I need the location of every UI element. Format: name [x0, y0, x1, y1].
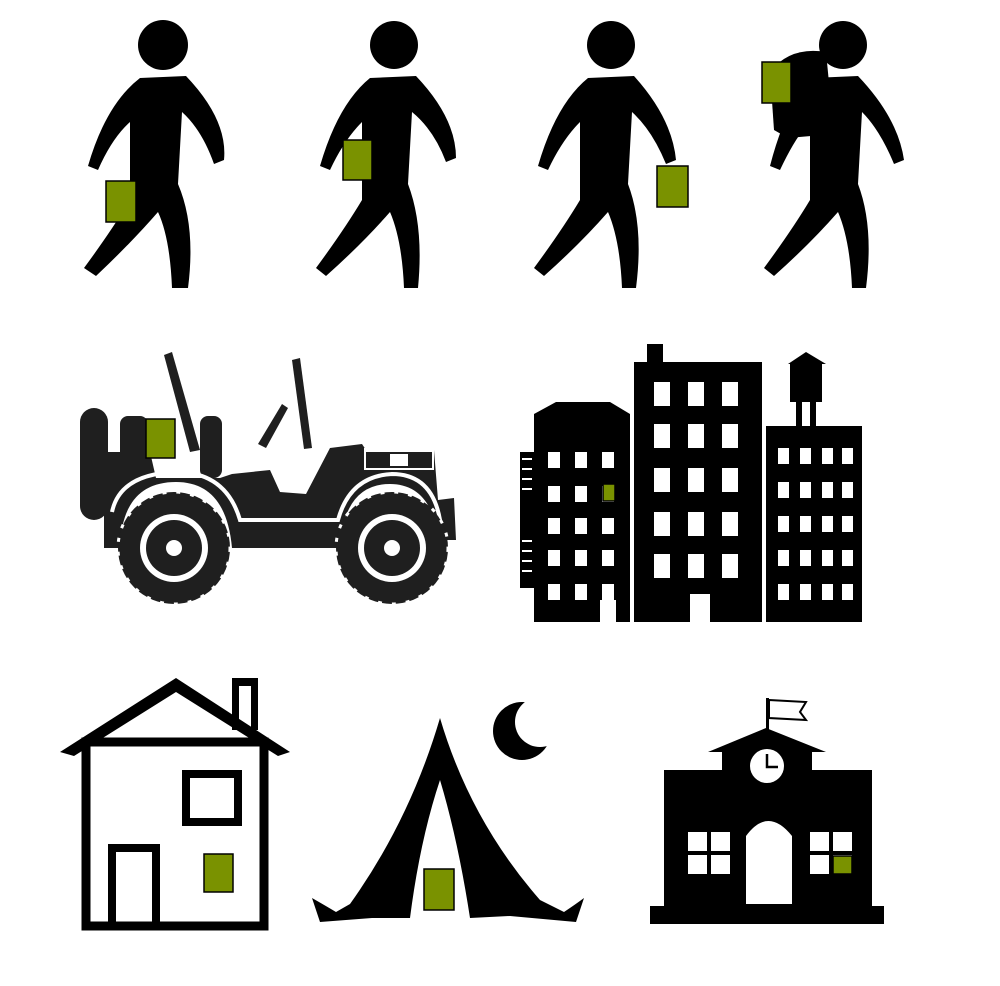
school-details: [688, 749, 852, 904]
highlight-marker: [832, 855, 853, 875]
highlight-marker: [761, 61, 792, 104]
highlight-marker: [602, 483, 616, 502]
jeep-icon: [80, 352, 456, 606]
tent-icon: [312, 718, 584, 922]
hiker-with-backpack-icon: [764, 21, 904, 288]
walking-person-icon: [84, 20, 225, 288]
walking-person-icon: [316, 21, 456, 288]
highlight-marker: [423, 868, 455, 911]
walking-person-icon: [534, 21, 676, 288]
crescent-moon-icon: [493, 697, 565, 760]
highlight-marker: [203, 853, 234, 893]
building-windows: [522, 382, 853, 622]
highlight-marker: [145, 418, 176, 459]
house-icon: [60, 678, 290, 931]
highlight-marker: [105, 180, 137, 223]
highlight-marker: [342, 139, 373, 181]
highlight-marker: [656, 165, 689, 208]
